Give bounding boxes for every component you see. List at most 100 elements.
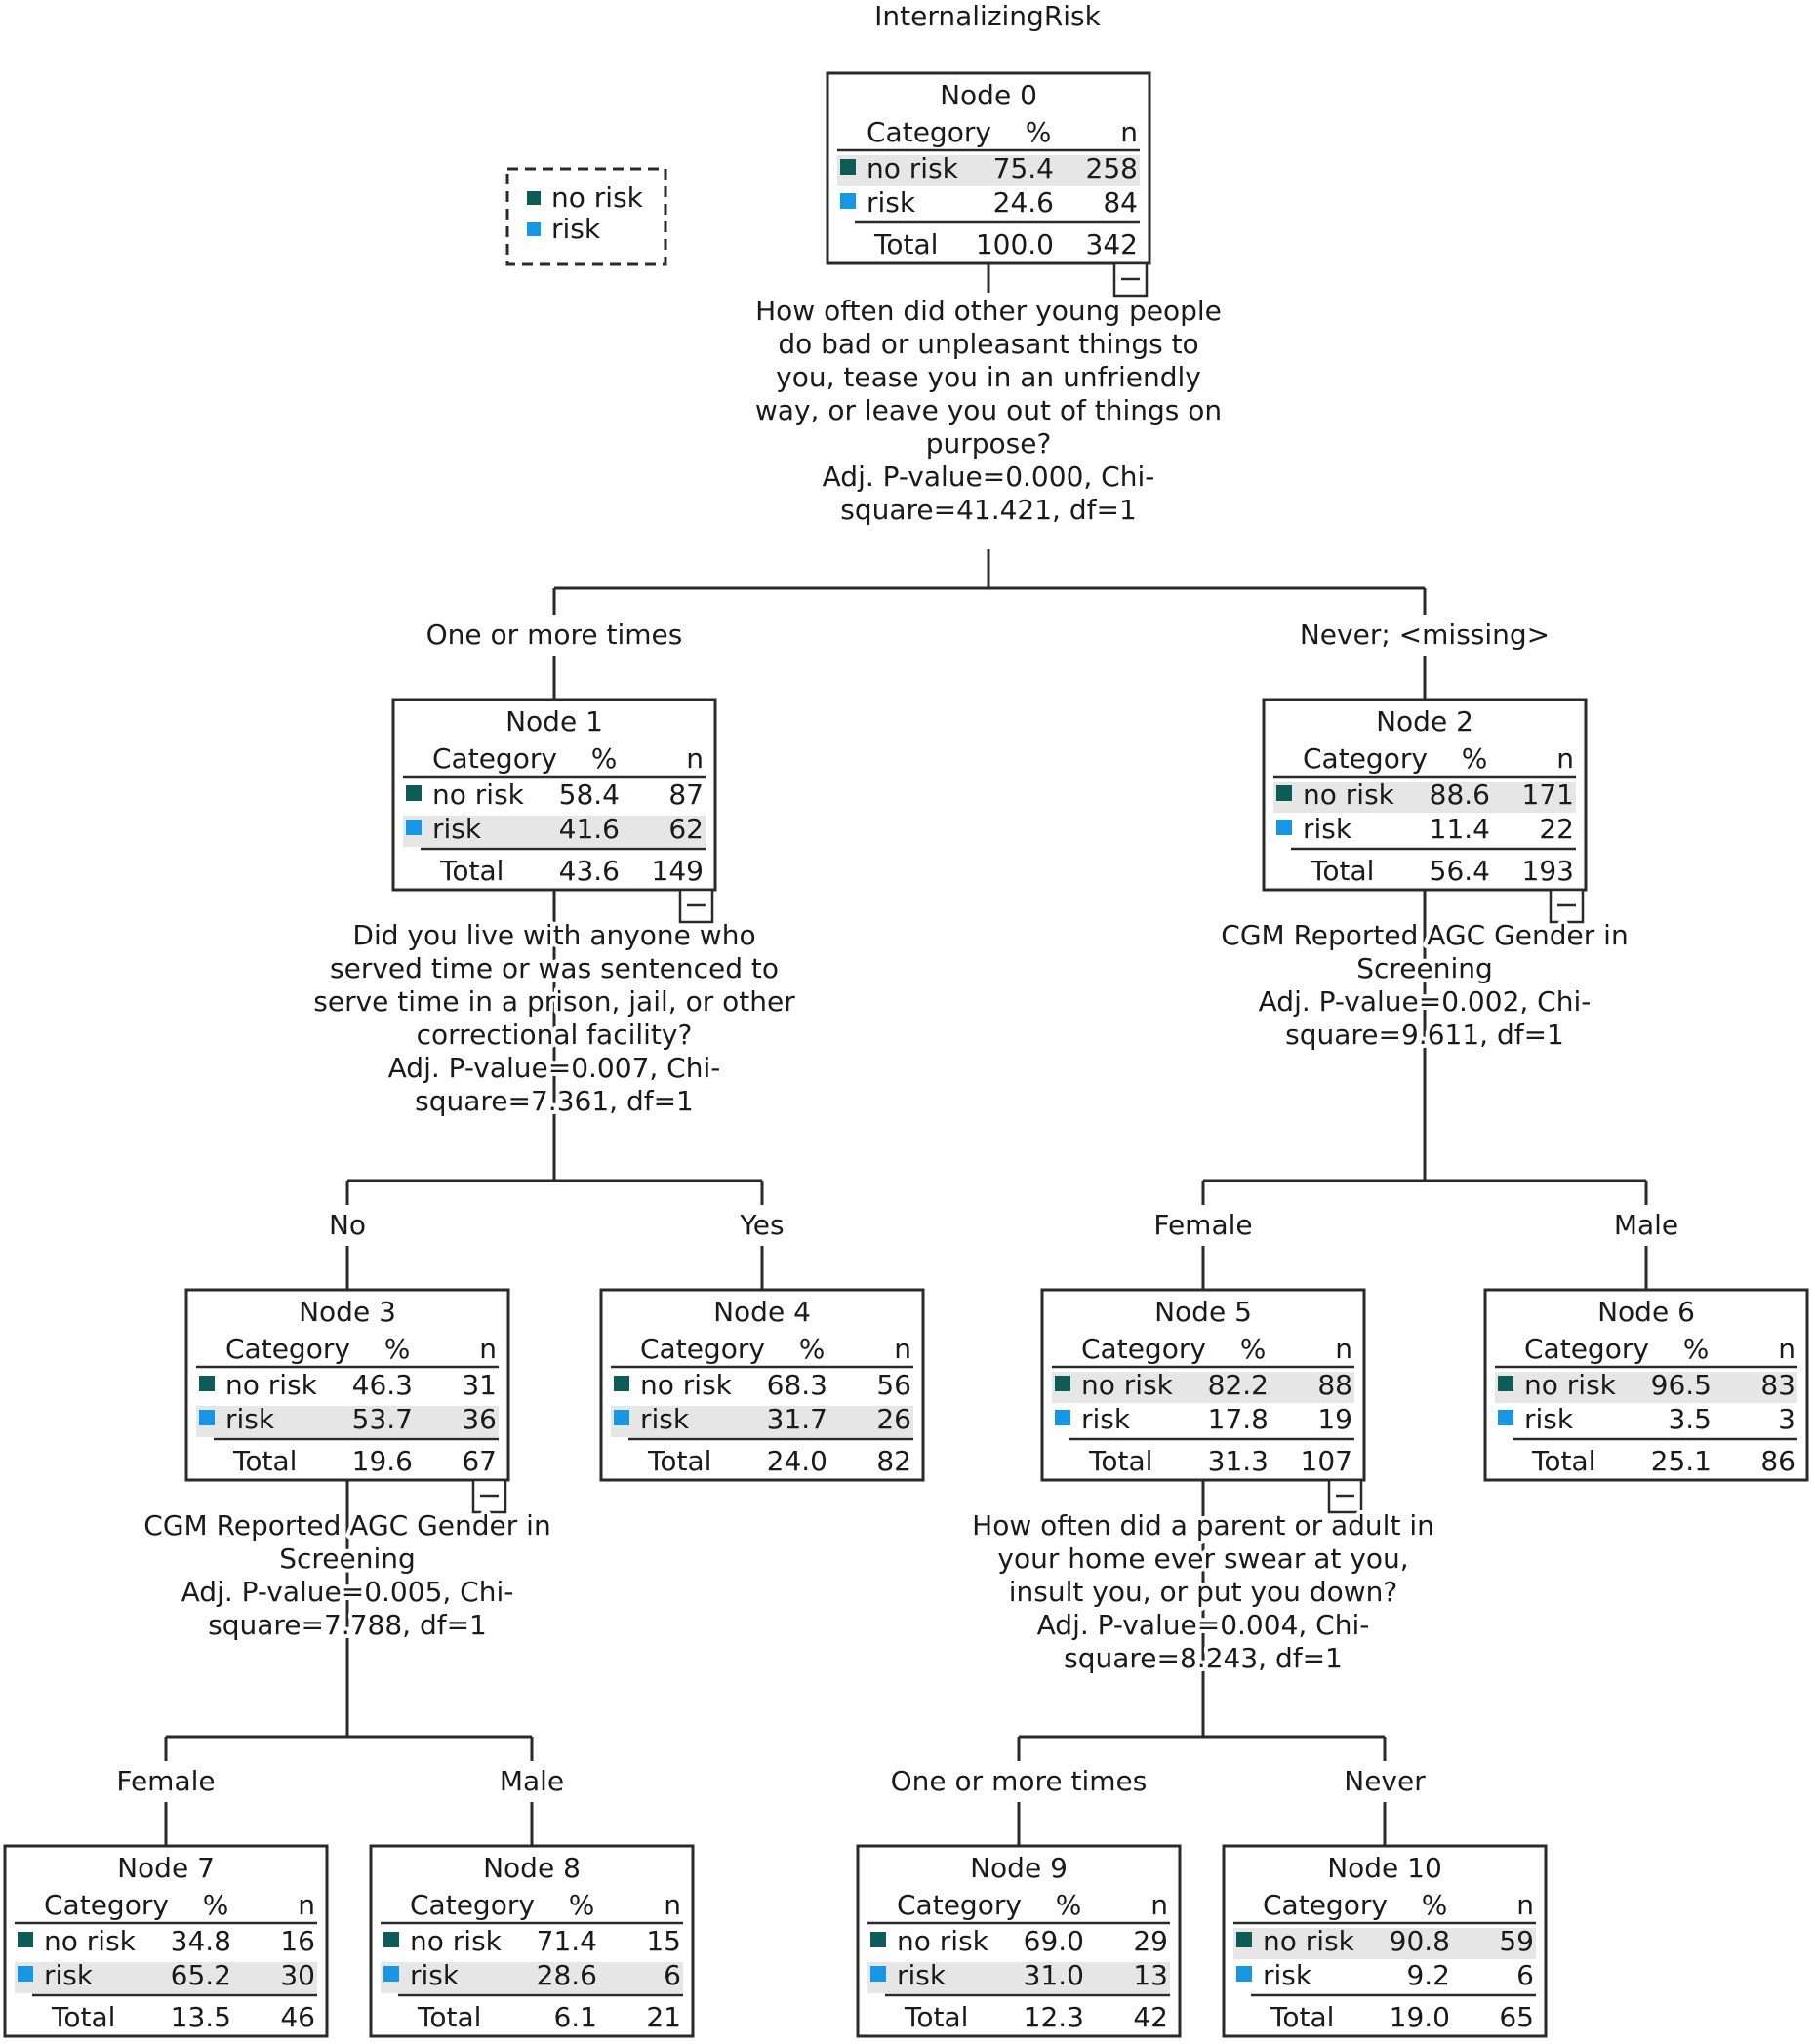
category-swatch xyxy=(870,1932,886,1947)
col-header-category: Category xyxy=(225,1333,350,1365)
category-swatch xyxy=(840,159,856,175)
collapse-toggle[interactable] xyxy=(471,1478,507,1514)
category-swatch xyxy=(1498,1410,1513,1425)
row-label: no risk xyxy=(225,1369,318,1401)
row-label: no risk xyxy=(44,1925,137,1957)
highlight-row xyxy=(837,155,1140,186)
row-label: risk xyxy=(897,1959,947,1991)
row-n: 26 xyxy=(876,1403,911,1435)
col-header-percent: % xyxy=(1056,1889,1082,1921)
col-header-percent: % xyxy=(569,1889,595,1921)
col-header-percent: % xyxy=(384,1333,411,1365)
col-header-category: Category xyxy=(897,1889,1022,1921)
row-n: 29 xyxy=(1133,1925,1168,1957)
split-text-line: Adj. P-value=0.007, Chi- xyxy=(388,1052,721,1084)
row-n: 22 xyxy=(1539,813,1574,845)
node-title: Node 3 xyxy=(299,1296,396,1328)
category-swatch xyxy=(406,820,422,835)
edge-label: Male xyxy=(1614,1209,1678,1241)
edge-label: Male xyxy=(500,1765,564,1797)
row-label: no risk xyxy=(1524,1369,1617,1401)
row-percent: 96.5 xyxy=(1651,1369,1712,1401)
row-percent: 82.2 xyxy=(1208,1369,1269,1401)
collapse-toggle[interactable] xyxy=(1112,261,1149,298)
split-text-line: Adj. P-value=0.004, Chi- xyxy=(1037,1609,1370,1641)
col-header-category: Category xyxy=(1303,742,1428,775)
edge-label: Female xyxy=(1153,1209,1252,1241)
row-percent: 71.4 xyxy=(537,1925,597,1957)
split-text-line: do bad or unpleasant things to xyxy=(778,328,1198,360)
highlight-row xyxy=(15,1962,317,1993)
split-text-line: Adj. P-value=0.002, Chi- xyxy=(1259,985,1592,1018)
row-percent: 46.3 xyxy=(352,1369,413,1401)
edge-label: Never; <missing> xyxy=(1300,619,1550,651)
edge-label: One or more times xyxy=(891,1765,1148,1797)
total-label: Total xyxy=(1310,855,1374,887)
total-percent: 43.6 xyxy=(559,855,620,887)
split-text-line: square=41.421, df=1 xyxy=(840,494,1137,526)
row-percent: 53.7 xyxy=(352,1403,413,1435)
node-title: Node 6 xyxy=(1597,1296,1695,1328)
edge-label: Never xyxy=(1344,1765,1426,1797)
highlight-row xyxy=(867,1962,1170,1993)
split-text-line: How often did other young people xyxy=(755,295,1222,327)
total-label: Total xyxy=(873,228,938,261)
category-swatch xyxy=(870,1966,886,1982)
category-swatch xyxy=(18,1932,33,1947)
col-header-percent: % xyxy=(1026,116,1052,148)
total-n: 342 xyxy=(1086,228,1138,261)
row-n: 83 xyxy=(1760,1369,1795,1401)
row-percent: 88.6 xyxy=(1430,779,1490,811)
category-swatch xyxy=(383,1966,399,1982)
total-n: 42 xyxy=(1133,2001,1168,2033)
total-percent: 24.0 xyxy=(767,1445,827,1477)
split-text-line: CGM Reported AGC Gender in xyxy=(143,1509,550,1542)
total-n: 107 xyxy=(1301,1445,1352,1477)
row-n: 19 xyxy=(1317,1403,1352,1435)
collapse-toggle[interactable] xyxy=(1549,888,1585,924)
row-n: 36 xyxy=(462,1403,497,1435)
collapse-toggle[interactable] xyxy=(1327,1478,1363,1514)
total-n: 86 xyxy=(1760,1445,1795,1477)
edge-label: Yes xyxy=(739,1209,784,1241)
row-percent: 3.5 xyxy=(1668,1403,1712,1435)
edge-label: One or more times xyxy=(426,619,683,651)
node-box xyxy=(856,1844,1182,2038)
col-header-n: n xyxy=(298,1889,315,1921)
toggle-box[interactable] xyxy=(1112,261,1149,298)
row-percent: 17.8 xyxy=(1208,1403,1269,1435)
row-n: 258 xyxy=(1086,152,1138,184)
row-n: 56 xyxy=(876,1369,911,1401)
split-text-line: Did you live with anyone who xyxy=(352,919,755,951)
category-swatch xyxy=(614,1376,629,1391)
row-n: 30 xyxy=(280,1959,315,1991)
col-header-percent: % xyxy=(1462,742,1488,775)
total-n: 21 xyxy=(646,2001,681,2033)
col-header-n: n xyxy=(1120,116,1138,148)
total-n: 149 xyxy=(652,855,704,887)
category-swatch xyxy=(1236,1966,1252,1982)
col-header-category: Category xyxy=(1081,1333,1206,1365)
highlight-row xyxy=(381,1962,683,1993)
node-title: Node 9 xyxy=(970,1852,1068,1884)
category-swatch xyxy=(1055,1376,1070,1391)
row-label: no risk xyxy=(432,779,525,811)
node-title: Node 2 xyxy=(1376,705,1473,738)
category-swatch xyxy=(383,1932,399,1947)
row-label: no risk xyxy=(640,1369,733,1401)
split-text-line: served time or was sentenced to xyxy=(330,952,779,984)
collapse-toggle[interactable] xyxy=(678,888,714,924)
row-n: 62 xyxy=(668,813,704,845)
row-n: 171 xyxy=(1522,779,1574,811)
row-percent: 90.8 xyxy=(1390,1925,1450,1957)
row-label: no risk xyxy=(410,1925,503,1957)
col-header-n: n xyxy=(894,1333,911,1365)
split-text-line: Adj. P-value=0.005, Chi- xyxy=(182,1576,514,1608)
col-header-n: n xyxy=(664,1889,681,1921)
